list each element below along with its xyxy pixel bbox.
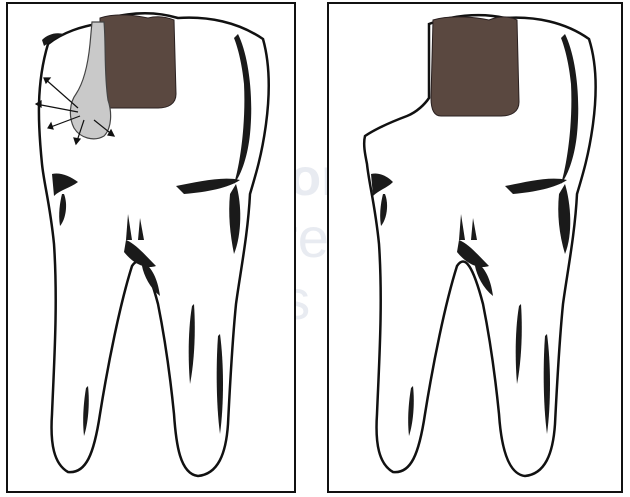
left-tooth-drawing: [8, 4, 296, 493]
right-cavity: [431, 17, 519, 116]
right-tooth-drawing: [329, 4, 623, 493]
left-cavity: [100, 15, 176, 108]
right-panel: [327, 2, 623, 493]
left-panel: [6, 2, 296, 493]
